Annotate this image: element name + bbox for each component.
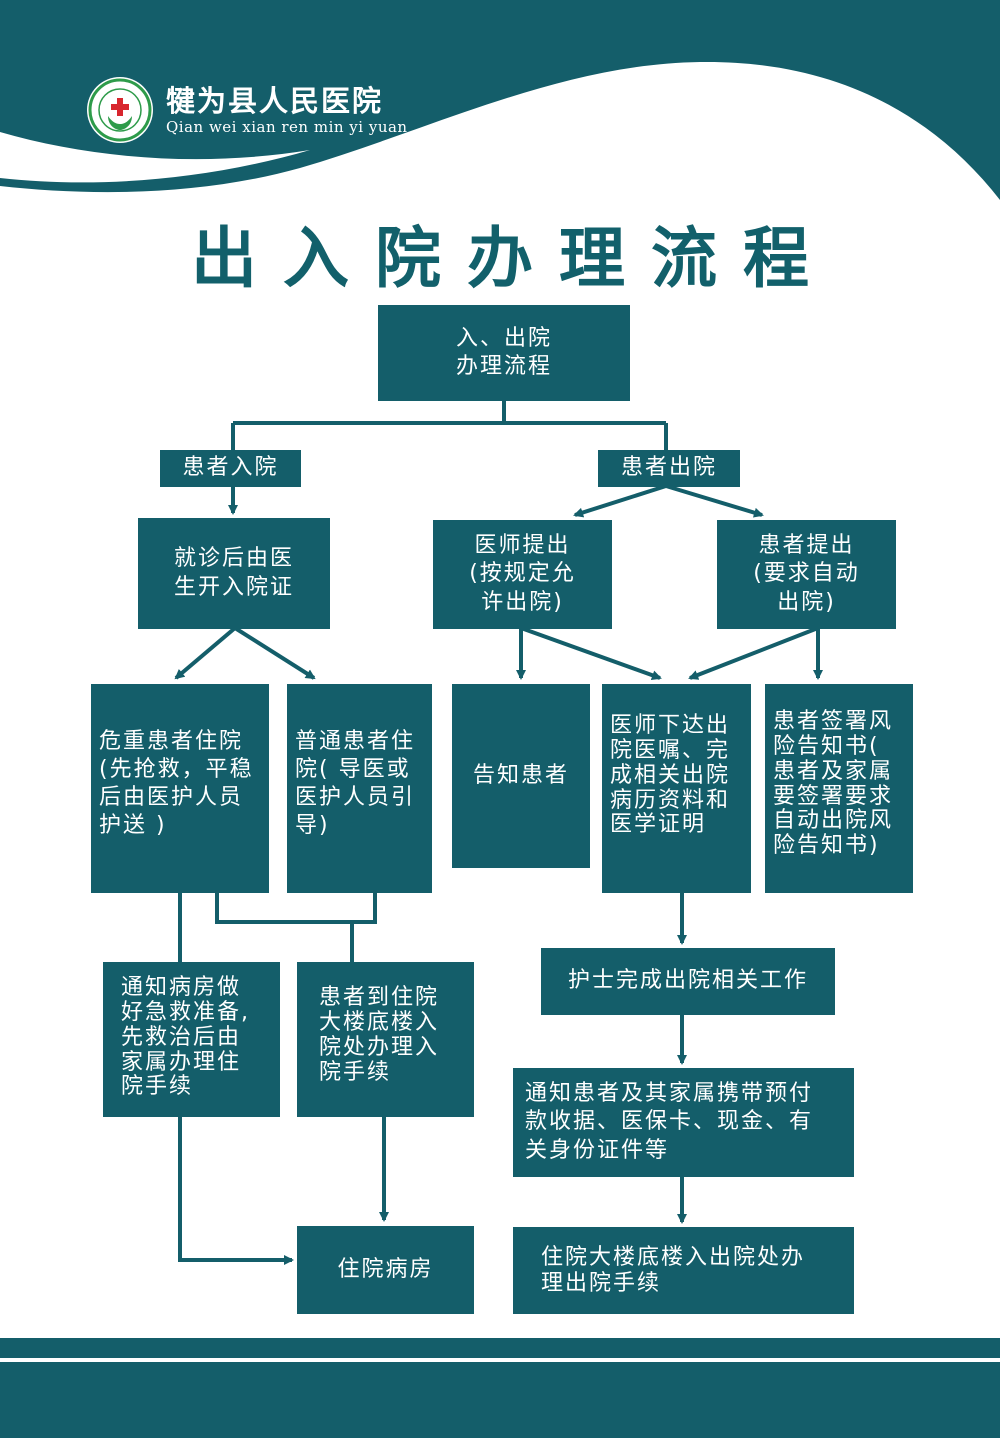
critical-patient-box: 危重患者住院 (先抢救，平稳 后由医护人员 护送 ) [91,684,269,893]
office-procedure-box: 住院大楼底楼入出院处办 理出院手续 [513,1227,854,1314]
arrow-patient-orders [688,626,819,680]
inform-patient-box: 告知患者 [452,684,590,868]
connector-critical-normal [215,892,377,924]
arrow-certificate-critical [174,626,237,680]
notify-ward-box: 通知病房做 好急救准备, 先救治后由 家属办理住 院手续 [103,962,280,1117]
arrow-doctor-orders [520,626,662,680]
hospital-logo-icon [87,77,153,143]
header-wave-highlight [0,132,310,183]
arrow-discharge-patient [665,484,764,518]
normal-patient-box: 普通患者住 院( 导医或 医护人员引 导) [287,684,432,893]
doctor-orders-box: 医师下达出 院医嘱、完 成相关出院 病历资料和 医学证明 [602,684,751,893]
go-office-box: 患者到住院 大楼底楼入 院处办理入 院手续 [297,962,474,1117]
admission-label-box: 患者入院 [160,450,301,487]
ward-box: 住院病房 [297,1226,474,1314]
doctor-proposed-box: 医师提出 (按规定允 许出院) [433,520,612,629]
page-title: 出入院办理流程 [191,220,835,297]
arrow-discharge-doctor [573,484,667,518]
hospital-name: 犍为县人民医院 [166,84,384,118]
discharge-label-box: 患者出院 [598,450,740,487]
footer-thin-band [0,1338,1000,1358]
arrow-certificate-normal [233,626,316,680]
sign-risk-box: 患者签署风 险告知书( 患者及家属 要签署要求 自动出院风 险告知书) [765,684,913,893]
patient-proposed-box: 患者提出 (要求自动 出院) [717,520,896,629]
connector-root [231,400,668,450]
root-box: 入、出院 办理流程 [378,305,630,401]
arrow-notify-ward [178,1116,294,1265]
nurse-work-box: 护士完成出院相关工作 [541,948,835,1015]
footer-band [0,1362,1000,1438]
notify-family-box: 通知患者及其家属携带预付 款收据、医保卡、现金、有 关身份证件等 [513,1068,854,1177]
hospital-pinyin: Qian wei xian ren min yi yuan [166,118,408,136]
header-wave [0,0,1000,200]
admission-certificate-box: 就诊后由医 生开入院证 [138,518,330,629]
